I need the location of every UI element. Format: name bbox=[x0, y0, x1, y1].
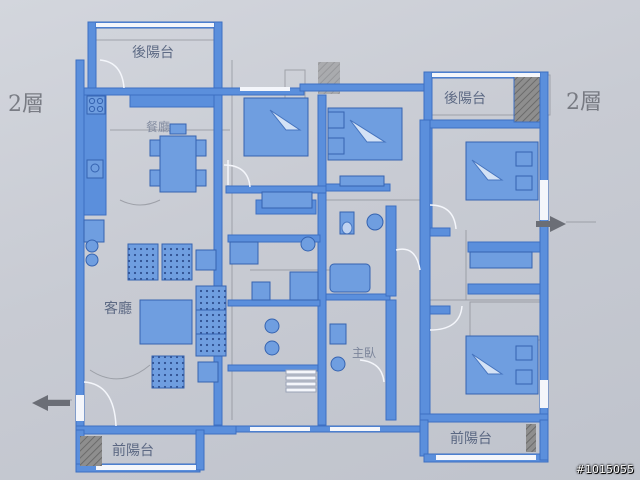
watermark-id: #1015055 bbox=[575, 463, 634, 476]
label-master-room: 主臥 bbox=[352, 346, 377, 360]
label-floor-right: 2層 bbox=[566, 90, 602, 115]
doors bbox=[83, 59, 463, 427]
label-living-room: 客廳 bbox=[104, 301, 132, 317]
label-balcony-bottom-left: 前陽台 bbox=[112, 443, 154, 459]
entrance-arrow-left bbox=[32, 395, 70, 411]
label-floor-left: 2層 bbox=[8, 92, 44, 117]
stairs bbox=[285, 369, 317, 393]
label-dining: 餐廳 bbox=[146, 120, 171, 134]
windows bbox=[76, 23, 548, 470]
furniture bbox=[80, 80, 539, 466]
label-balcony-bottom-right: 前陽台 bbox=[450, 431, 492, 447]
entrance-arrow-right bbox=[536, 216, 566, 232]
label-balcony-top-left: 後陽台 bbox=[132, 45, 174, 61]
label-balcony-top-right: 後陽台 bbox=[444, 91, 486, 107]
